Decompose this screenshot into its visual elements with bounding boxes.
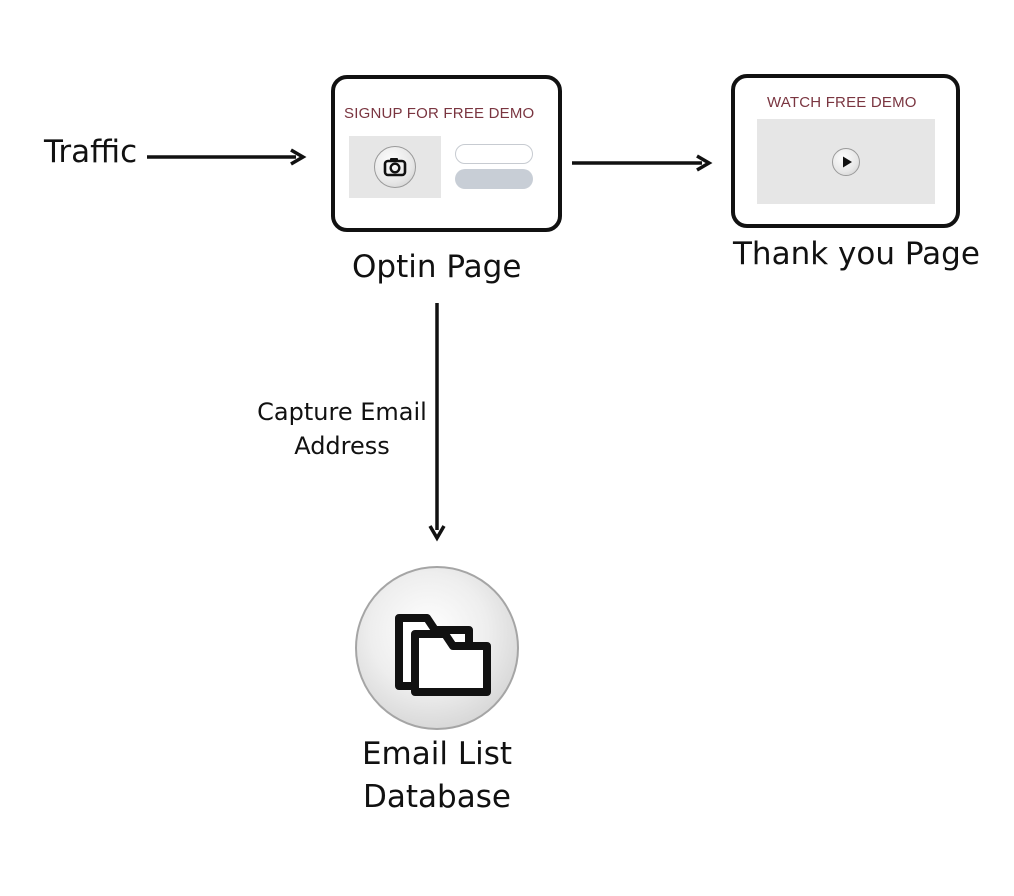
optin-submit-button[interactable] <box>455 169 533 189</box>
database-label-line2: Database <box>363 779 511 815</box>
optin-email-input[interactable] <box>455 144 533 164</box>
optin-page-card: SIGNUP FOR FREE DEMO <box>331 75 562 232</box>
capture-email-line2: Address <box>294 432 390 460</box>
optin-page-label: Optin Page <box>352 249 522 285</box>
capture-email-label: Capture Email Address <box>242 395 442 463</box>
arrow-traffic-to-optin <box>147 148 307 166</box>
camera-icon <box>383 158 407 177</box>
capture-email-line1: Capture Email <box>257 398 427 426</box>
optin-media-button[interactable] <box>374 146 416 188</box>
folder-icon <box>395 614 491 696</box>
optin-image-placeholder <box>349 136 441 198</box>
arrow-optin-to-thankyou <box>572 154 713 172</box>
play-button[interactable] <box>832 148 860 176</box>
thankyou-page-label: Thank you Page <box>733 236 980 272</box>
video-placeholder <box>757 119 935 204</box>
email-database-icon <box>355 566 519 730</box>
traffic-label: Traffic <box>44 134 138 170</box>
thankyou-card-title: WATCH FREE DEMO <box>767 94 917 111</box>
thankyou-page-card: WATCH FREE DEMO <box>731 74 960 228</box>
optin-card-title: SIGNUP FOR FREE DEMO <box>344 105 535 122</box>
database-label-line1: Email List <box>361 736 513 772</box>
play-icon <box>843 156 852 168</box>
database-label: Email List Database <box>337 733 537 819</box>
arrow-optin-to-database <box>428 303 446 542</box>
